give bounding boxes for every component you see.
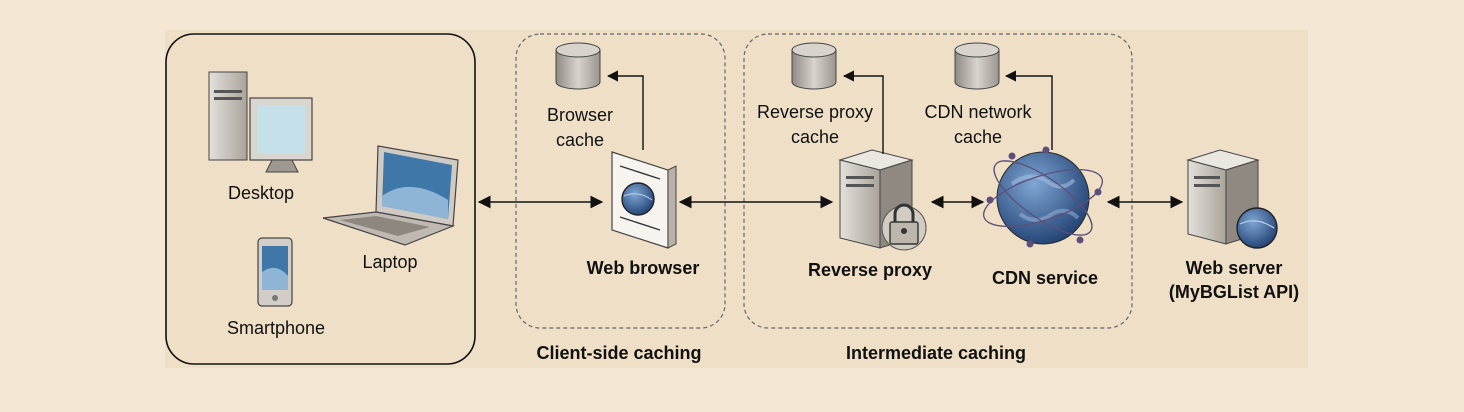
laptop-label: Laptop — [362, 252, 417, 272]
cdn-to-cache-arrow — [1004, 70, 1053, 150]
browser-cache-label-line1: Browser — [547, 105, 613, 125]
reverse-proxy-label: Reverse proxy — [808, 260, 932, 280]
browser-cache-database-icon — [555, 42, 601, 90]
laptop-icon — [322, 145, 459, 246]
desktop-icon — [208, 71, 313, 173]
smartphone-icon — [257, 237, 293, 307]
web-server-label-line1: Web server — [1186, 258, 1283, 278]
desktop-label: Desktop — [228, 183, 294, 203]
web-browser-icon — [611, 151, 677, 249]
reverse-proxy-cache-database-icon — [791, 42, 837, 90]
reverse-proxy-server-icon — [838, 149, 914, 249]
intermediate-caching-label: Intermediate caching — [846, 343, 1026, 363]
lock-icon — [881, 203, 927, 251]
web-browser-label: Web browser — [587, 258, 700, 278]
cdn-service-label: CDN service — [992, 268, 1098, 288]
reverse-proxy-cache-label-line2: cache — [791, 127, 839, 147]
client-side-caching-label: Client-side caching — [536, 343, 701, 363]
cdn-cache-label-line2: cache — [954, 127, 1002, 147]
cdn-cache-label-line1: CDN network — [924, 102, 1032, 122]
reverse-proxy-cache-label-line1: Reverse proxy — [757, 102, 873, 122]
browser-to-cache-arrow — [606, 70, 644, 150]
client-side-caching-box — [515, 33, 726, 329]
proxy-to-cache-arrow — [842, 70, 884, 154]
web-server-label-line2: (MyBGList API) — [1169, 282, 1299, 302]
devices-group-box — [165, 33, 476, 365]
diagram-panel — [165, 30, 1308, 368]
intermediate-caching-box — [743, 33, 1133, 329]
cdn-cache-database-icon — [954, 42, 1000, 90]
smartphone-label: Smartphone — [227, 318, 325, 338]
web-server-globe-icon — [1236, 207, 1278, 249]
cdn-globe-icon — [982, 146, 1104, 248]
browser-cache-label-line2: cache — [556, 130, 604, 150]
